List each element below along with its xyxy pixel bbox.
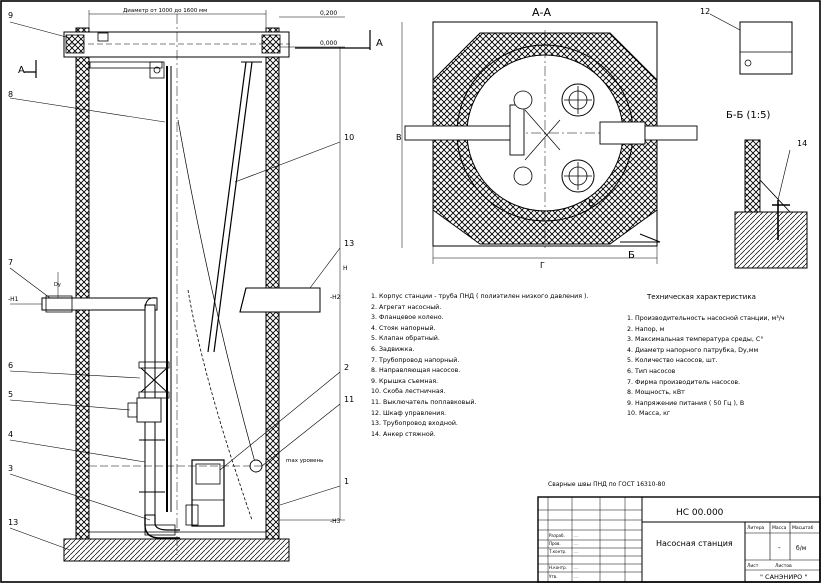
station-wall-left: [75, 27, 90, 541]
inlet-pipe: [239, 287, 321, 313]
callout-11: 11: [344, 395, 354, 404]
parts-list-item: 13. Трубопровод входной.: [371, 420, 458, 428]
elev-h3: -H3: [330, 518, 341, 525]
elev-h2: -H2: [330, 294, 341, 301]
tb-row-tcontr: Т.контр.: [548, 549, 566, 554]
callout-9: 9: [8, 11, 13, 20]
tech-spec-item: 9. Напряжение питания ( 50 Гц ), В: [627, 399, 745, 407]
tech-specs-list: 1. Производительность насосной станции, …: [627, 314, 785, 420]
control-cabinet: [709, 13, 793, 75]
tech-spec-item: 2. Напор, м: [627, 325, 665, 333]
diameter-label: Диаметр от 1000 до 1600 мм: [123, 8, 207, 14]
sheets-label: Листов: [775, 563, 792, 569]
parts-list-item: 1. Корпус станции - труба ПНД ( полиэтил…: [371, 293, 589, 300]
tech-spec-item: 6. Тип насосов: [627, 367, 676, 375]
section-mark-left: A: [18, 65, 25, 76]
tech-spec-item: 4. Диаметр напорного патрубка, Dу,мм: [627, 346, 759, 354]
title-block-text: НС 00.000 Насосная станция Литера Масса …: [548, 508, 814, 581]
col-mass: Масса: [772, 525, 787, 531]
pump-unit: [191, 459, 225, 527]
main-view-labels: Диаметр от 1000 до 1600 мм 0,200 0,000 -…: [8, 7, 807, 527]
dim-dn: Dу: [54, 282, 61, 288]
dim-h: H: [343, 265, 348, 272]
parts-list: 1. Корпус станции - труба ПНД ( полиэтил…: [371, 292, 588, 440]
tech-spec-item: 8. Мощность, кВт: [627, 389, 685, 397]
removable-lid: [63, 31, 290, 58]
parts-list-item: 7. Трубопровод напорный.: [371, 356, 460, 364]
callout-8: 8: [8, 90, 13, 99]
section-a-a: [401, 21, 698, 264]
section-labels: А-А Г В Б Б Б-Б (1:5) Сварные швы ПНД по…: [396, 6, 771, 488]
callout-2: 2: [344, 363, 349, 372]
parts-list-item: 9. Крышка съемная.: [371, 377, 439, 385]
parts-list-item: 8. Направляющая насосов.: [371, 367, 461, 375]
station-wall-right: [265, 27, 280, 541]
tech-spec-item: 3. Максимальная температура среды, С°: [627, 336, 764, 344]
parts-list-item: 5. Клапан обратный.: [371, 335, 440, 343]
parts-list-item: 3. Фланцевое колено.: [371, 314, 444, 322]
parts-list-item: 4. Стояк напорный.: [371, 324, 436, 332]
tech-spec-item: 1. Производительность насосной станции, …: [627, 315, 785, 322]
section-bb-title: Б-Б (1:5): [726, 110, 771, 121]
tech-specs-title: Техническая характеристика: [647, 293, 756, 301]
callout-13-bottom: 13: [8, 518, 18, 527]
dim-v: В: [396, 133, 402, 142]
drawing-code: НС 00.000: [676, 508, 724, 518]
elev-top: 0,200: [320, 10, 337, 17]
mark-b-outer: Б: [628, 250, 635, 261]
company-name: " САНЭНИРО ": [760, 573, 807, 581]
elev-h1: -H1: [8, 296, 19, 303]
parts-list-item: 6. Задвижка.: [371, 345, 415, 353]
callout-13: 13: [344, 239, 354, 248]
sheet-label: Лист: [747, 563, 759, 569]
callout-5: 5: [8, 390, 13, 399]
weld-note: Сварные швы ПНД по ГОСТ 16310-80: [548, 481, 665, 488]
tb-row-ncontr: Н.контр.: [549, 565, 567, 570]
tb-name-3: …: [574, 549, 578, 554]
callout-1: 1: [344, 477, 349, 486]
section-b-b: [734, 139, 808, 269]
callout-12: 12: [700, 7, 710, 16]
dim-g: Г: [540, 261, 545, 270]
tb-name-4: …: [574, 565, 578, 570]
parts-list-item: 11. Выключатель поплавковый.: [371, 398, 477, 406]
tb-row-approve: Утв.: [549, 574, 557, 579]
tb-name-5: …: [574, 574, 578, 579]
mark-b-inner: Б: [588, 199, 594, 209]
tb-name-2: …: [574, 541, 578, 546]
tech-spec-item: 10. Масса, кг: [627, 410, 671, 418]
base-slab: [63, 538, 290, 562]
callout-6: 6: [8, 361, 13, 370]
title-block: [537, 496, 821, 583]
parts-list-item: 10. Скоба лестничная.: [371, 388, 446, 396]
parts-list-item: 2. Агрегат насосный.: [371, 303, 442, 311]
section-mark-right: A: [376, 38, 383, 49]
main-view: [9, 10, 371, 562]
tech-spec-item: 5. Количество насосов, шт.: [627, 357, 718, 365]
col-scale: Масштаб: [792, 525, 814, 531]
tb-row-dev: Разраб.: [549, 533, 565, 538]
callout-4: 4: [8, 430, 13, 439]
elev-zero: 0,000: [320, 40, 337, 47]
water-level: max уровень: [286, 458, 323, 464]
mass-value: -: [778, 544, 781, 552]
scale-value: б/м: [796, 545, 806, 552]
callout-3: 3: [8, 464, 13, 473]
parts-list-item: 14. Анкер стяжной.: [371, 430, 436, 438]
drawing-name: Насосная станция: [656, 539, 733, 548]
callout-10: 10: [344, 133, 354, 142]
col-lit: Литера: [747, 525, 765, 531]
callout-14: 14: [797, 139, 807, 148]
pressure-pipe: [41, 297, 158, 311]
section-aa-title: А-А: [532, 6, 551, 19]
callout-7: 7: [8, 258, 13, 267]
tech-spec-item: 7. Фирма производитель насосов.: [627, 378, 741, 386]
tb-name-1: …: [574, 533, 578, 538]
tb-row-check: Пров.: [549, 541, 561, 546]
parts-list-item: 12. Шкаф управления.: [371, 409, 447, 417]
